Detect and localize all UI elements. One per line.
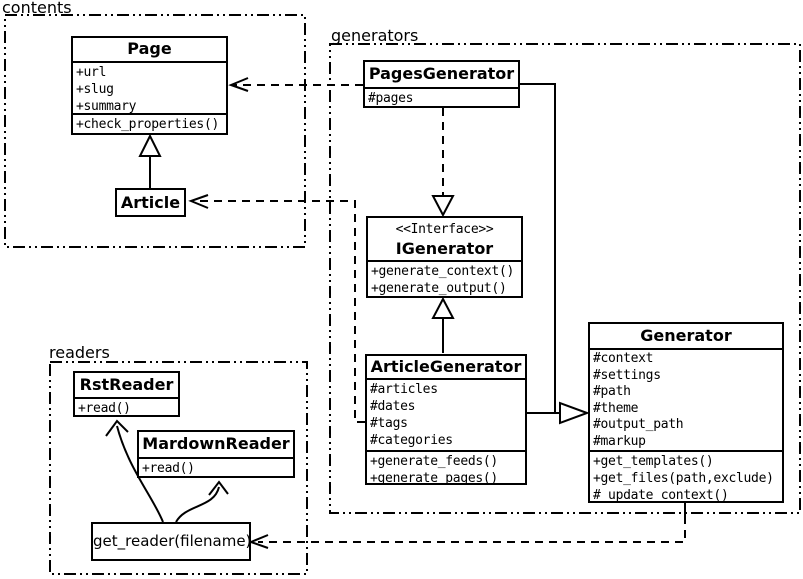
arrow-getreader-to-mardownreader bbox=[175, 480, 229, 523]
dependency-articlegenerator-to-article bbox=[188, 194, 365, 423]
class-pagesgenerator: PagesGenerator #pages bbox=[363, 60, 520, 108]
attribute: #pages bbox=[368, 91, 414, 106]
method: +generate_pages() bbox=[370, 471, 498, 483]
class-igenerator-header: <<Interface>> IGenerator bbox=[368, 218, 521, 262]
class-generator: Generator #context #settings #path #them… bbox=[588, 322, 784, 503]
class-generator-attributes: #context #settings #path #theme #output_… bbox=[590, 350, 782, 452]
inheritance-generators-to-generator bbox=[520, 83, 590, 425]
class-articlegenerator-name: ArticleGenerator bbox=[367, 356, 525, 380]
attribute: +summary bbox=[76, 99, 137, 114]
class-generator-methods: +get_templates() +get_files(path,exclude… bbox=[590, 452, 782, 501]
dependency-generator-to-getreader bbox=[248, 502, 686, 549]
class-mardownreader-methods: +read() bbox=[139, 459, 293, 476]
class-article-name: Article bbox=[120, 193, 181, 212]
class-pagesgenerator-attributes: #pages bbox=[365, 89, 518, 106]
method: +check_properties() bbox=[76, 117, 220, 132]
method: +get_files(path,exclude) bbox=[593, 471, 774, 486]
method: +generate_context() bbox=[371, 264, 515, 279]
attribute: #tags bbox=[370, 416, 408, 431]
attribute: #context bbox=[593, 351, 654, 366]
dependency-pagesgenerator-to-page bbox=[228, 77, 363, 92]
package-label-contents: contents bbox=[2, 0, 72, 17]
package-border-generators bbox=[329, 43, 801, 514]
attribute: #path bbox=[593, 384, 631, 399]
package-label-readers: readers bbox=[49, 343, 110, 362]
class-mardownreader-name: MardownReader bbox=[139, 432, 293, 459]
class-page-methods: +check_properties() bbox=[73, 115, 226, 137]
class-articlegenerator-methods: +generate_feeds() +generate_pages() bbox=[367, 452, 525, 483]
attribute: +slug bbox=[76, 82, 114, 97]
class-igenerator-methods: +generate_context() +generate_output() bbox=[368, 262, 521, 296]
realization-pagesgenerator-to-igenerator bbox=[431, 108, 455, 218]
class-page-attributes: +url +slug +summary bbox=[73, 63, 226, 115]
attribute: #categories bbox=[370, 433, 453, 448]
class-articlegenerator: ArticleGenerator #articles #dates #tags … bbox=[365, 354, 527, 485]
package-label-generators: generators bbox=[331, 26, 419, 45]
class-rstreader-methods: +read() bbox=[75, 399, 178, 415]
attribute: #articles bbox=[370, 382, 438, 397]
arrow-getreader-to-rstreader bbox=[105, 419, 164, 523]
box-get-reader: get_reader(filename) bbox=[91, 522, 251, 561]
class-igenerator-name: IGenerator bbox=[395, 239, 494, 258]
class-page: Page +url +slug +summary +check_properti… bbox=[71, 36, 228, 135]
class-pagesgenerator-name: PagesGenerator bbox=[365, 62, 518, 89]
attribute: #markup bbox=[593, 433, 646, 449]
method: +generate_output() bbox=[371, 281, 507, 296]
attribute: #output_path bbox=[593, 417, 684, 432]
method: +generate_feeds() bbox=[370, 454, 498, 469]
attribute: +url bbox=[76, 65, 107, 80]
class-igenerator-stereotype: <<Interface>> bbox=[395, 222, 494, 237]
attribute: #settings bbox=[593, 367, 661, 383]
method: #_update_context() bbox=[593, 488, 729, 501]
class-page-name: Page bbox=[73, 38, 226, 63]
class-rstreader: RstReader +read() bbox=[73, 371, 180, 417]
method: +read() bbox=[78, 401, 131, 415]
attribute: #dates bbox=[370, 399, 416, 414]
class-rstreader-name: RstReader bbox=[75, 373, 178, 399]
class-mardownreader: MardownReader +read() bbox=[137, 430, 295, 478]
inheritance-article-to-page bbox=[138, 133, 162, 188]
method: +read() bbox=[142, 461, 195, 476]
class-igenerator: <<Interface>> IGenerator +generate_conte… bbox=[366, 216, 523, 298]
attribute: #theme bbox=[593, 400, 639, 416]
get-reader-label: get_reader(filename) bbox=[93, 532, 249, 550]
class-article: Article bbox=[115, 188, 186, 217]
inheritance-articlegenerator-to-igenerator bbox=[431, 296, 455, 353]
class-articlegenerator-attributes: #articles #dates #tags #categories bbox=[367, 380, 525, 452]
package-border-contents bbox=[4, 14, 306, 248]
method: +get_templates() bbox=[593, 454, 714, 469]
class-generator-name: Generator bbox=[590, 324, 782, 350]
package-border-readers bbox=[49, 361, 308, 575]
